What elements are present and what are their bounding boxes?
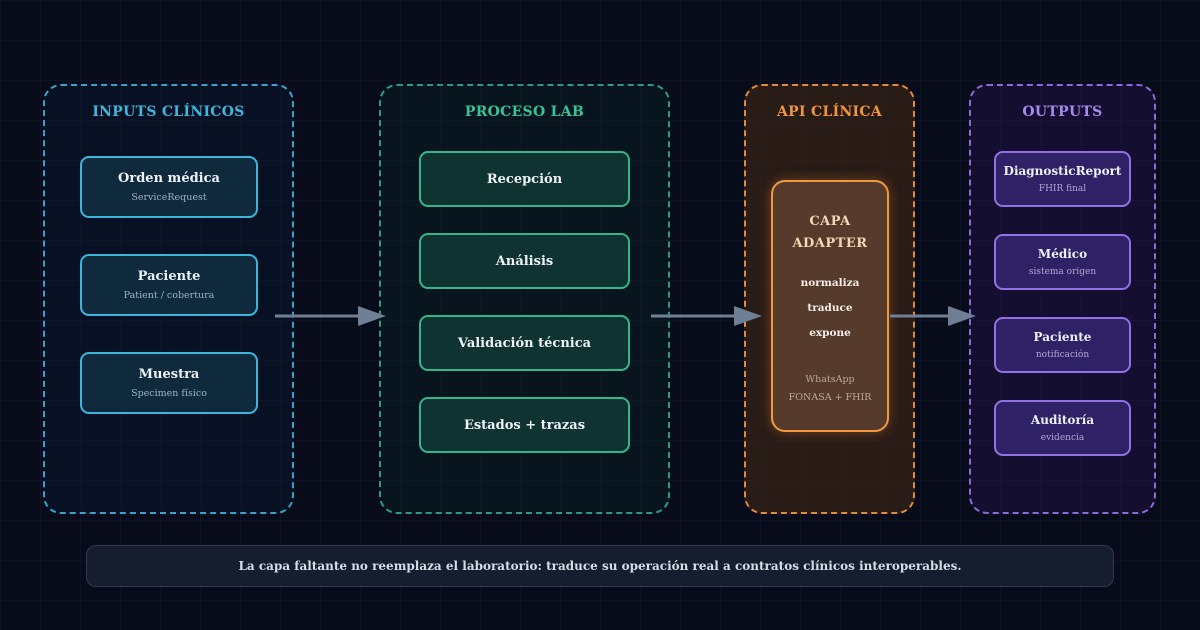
arrow-proceso-to-api <box>651 306 762 326</box>
arrow-api-to-outputs <box>890 306 976 326</box>
box-subtitle: sistema origen <box>1028 267 1097 277</box>
proceso-estados: Estados + trazas <box>419 397 630 453</box>
output-medico: Médico sistema origen <box>994 234 1131 290</box>
box-title: Auditoría <box>1030 413 1095 427</box>
input-paciente: Paciente Patient / cobertura <box>80 254 258 316</box>
inputs-panel: INPUTS CLÍNICOS Orden médica ServiceRequ… <box>43 84 294 514</box>
proceso-panel-title: PROCESO LAB <box>464 104 585 120</box>
output-diagnostic-report: DiagnosticReport FHIR final <box>994 151 1131 207</box>
box-title: Estados + trazas <box>463 417 586 433</box>
adapter-box: CAPA ADAPTER normaliza traduce expone Wh… <box>771 180 889 432</box>
proceso-analisis: Análisis <box>419 233 630 289</box>
box-subtitle: FHIR final <box>1038 184 1087 194</box>
proceso-recepcion: Recepción <box>419 151 630 207</box>
proceso-validacion: Validación técnica <box>419 315 630 371</box>
box-title: Paciente <box>137 269 201 284</box>
box-title: DiagnosticReport <box>1003 164 1122 178</box>
arrow-inputs-to-proceso <box>275 306 386 326</box>
outputs-panel: OUTPUTS DiagnosticReport FHIR final Médi… <box>969 84 1156 514</box>
adapter-sub-whatsapp: WhatsApp <box>805 374 855 385</box>
footer-caption: La capa faltante no reemplaza el laborat… <box>86 545 1114 587</box>
box-subtitle: ServiceRequest <box>131 192 207 203</box>
adapter-title-line2: ADAPTER <box>792 236 868 251</box>
api-panel: API CLÍNICA CAPA ADAPTER normaliza tradu… <box>744 84 915 514</box>
output-paciente: Paciente notificación <box>994 317 1131 373</box>
adapter-verb-expone: expone <box>809 327 851 339</box>
proceso-panel: PROCESO LAB Recepción Análisis Validació… <box>379 84 670 514</box>
box-title: Médico <box>1037 247 1088 261</box>
box-title: Validación técnica <box>457 335 592 351</box>
box-title: Recepción <box>486 171 563 187</box>
box-title: Muestra <box>138 367 200 382</box>
box-subtitle: notificación <box>1035 350 1090 360</box>
adapter-verb-normaliza: normaliza <box>800 277 860 289</box>
inputs-panel-title: INPUTS CLÍNICOS <box>92 104 245 120</box>
box-title: Análisis <box>495 253 554 269</box>
input-muestra: Muestra Specimen físico <box>80 352 258 414</box>
footer-text: La capa faltante no reemplaza el laborat… <box>238 559 962 573</box>
outputs-panel-title: OUTPUTS <box>1022 104 1103 120</box>
box-title: Orden médica <box>118 171 220 186</box>
adapter-title-line1: CAPA <box>809 214 851 229</box>
box-subtitle: Specimen físico <box>131 388 207 399</box>
adapter-sub-fonasa: FONASA + FHIR <box>788 392 872 403</box>
input-orden-medica: Orden médica ServiceRequest <box>80 156 258 218</box>
box-title: Paciente <box>1033 330 1092 344</box>
adapter-verb-traduce: traduce <box>807 302 853 314</box>
api-panel-title: API CLÍNICA <box>777 104 882 120</box>
box-subtitle: evidencia <box>1040 433 1085 443</box>
output-auditoria: Auditoría evidencia <box>994 400 1131 456</box>
box-subtitle: Patient / cobertura <box>123 290 215 301</box>
